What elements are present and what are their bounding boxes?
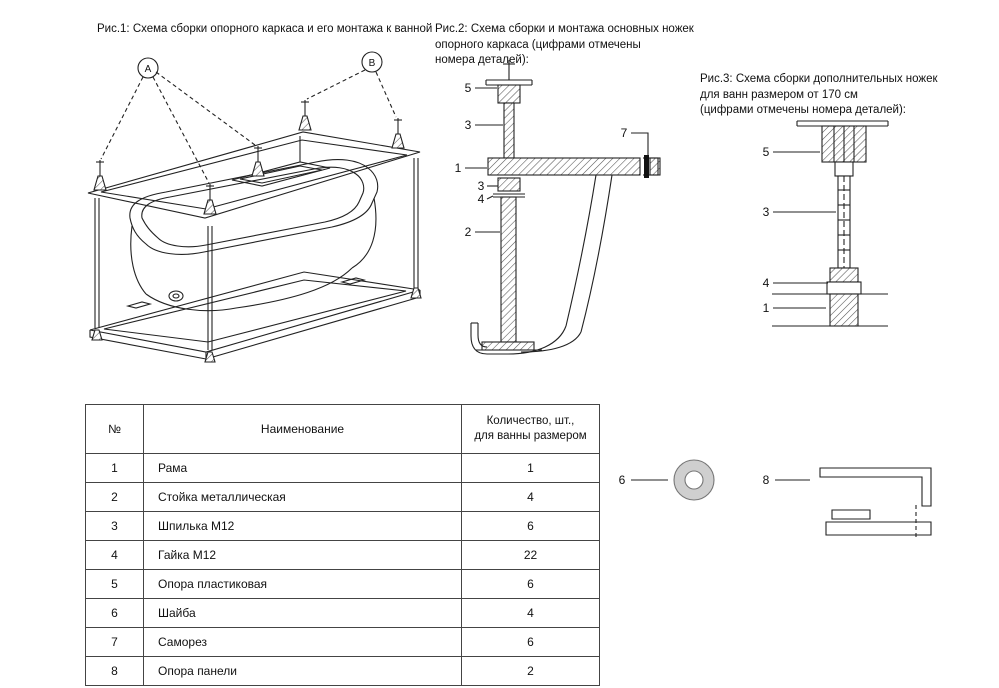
table-row: 2 Стойка металлическая 4 [85,482,600,512]
callout-b-label: В [369,58,376,69]
part-qty: 4 [461,598,600,628]
part-number: 8 [85,656,144,686]
fig1-drawing [87,51,422,363]
panel-support-top [819,467,932,507]
part-qty: 6 [461,511,600,541]
part-name: Стойка металлическая [143,482,462,512]
part-name: Гайка М12 [143,540,462,570]
fig2-caption: Рис.2: Схема сборки и монтажа основных н… [435,23,694,67]
part-name: Опора пластиковая [143,569,462,599]
fig2-label-7: 7 [621,126,628,140]
fig2-drawing [465,60,661,355]
tub-rim-inner [141,166,365,248]
part-qty: 6 [461,569,600,599]
fig3-drawing [772,120,889,327]
part-name: Шпилька М12 [143,511,462,541]
table-row: 6 Шайба 4 [85,598,600,628]
panel-support-bottom [831,509,871,520]
callout-a-label: А [145,64,152,75]
part8-drawing [775,467,932,540]
fig2-label-5: 5 [465,81,472,95]
part6-label: 6 [619,473,626,487]
part-number: 1 [85,453,144,483]
part-number: 7 [85,627,144,657]
part-name: Саморез [143,627,462,657]
part-number: 5 [85,569,144,599]
table-row: 3 Шпилька М12 6 [85,511,600,541]
table-row: 8 Опора панели 2 [85,656,600,686]
part-name: Опора панели [143,656,462,686]
part-name: Рама [143,453,462,483]
part-name: Шайба [143,598,462,628]
fig2-label-2: 2 [465,225,472,239]
col-name-header: Наименование [143,404,462,454]
fig3-label-3: 3 [763,205,770,219]
table-row: 4 Гайка М12 22 [85,540,600,570]
fig3-label-5: 5 [763,145,770,159]
part6-drawing [631,459,715,501]
part-number: 6 [85,598,144,628]
fig2-label-3: 3 [465,118,472,132]
part8-label: 8 [763,473,770,487]
table-row: 7 Саморез 6 [85,627,600,657]
table-row: 1 Рама 1 [85,453,600,483]
part-number: 4 [85,540,144,570]
fig2-label-3b: 3 [478,179,485,193]
fig2-label-4: 4 [478,192,485,206]
drain-hole [168,290,184,302]
part-qty: 1 [461,453,600,483]
table-row: 5 Опора пластиковая 6 [85,569,600,599]
fig3-caption: Рис.3: Схема сборки дополнительных ножек… [700,73,938,117]
fig3-label-4: 4 [763,276,770,290]
fig3-label-1: 1 [763,301,770,315]
col-number-header: № [85,404,144,454]
col-qty-header: Количество, шт., для ванны размером [461,404,600,454]
part-number: 2 [85,482,144,512]
callout-a [100,57,256,184]
screw-7 [644,155,649,178]
frame-adjusters [93,100,405,215]
fig2-label-1: 1 [455,161,462,175]
part-qty: 4 [461,482,600,512]
fig1-caption: Рис.1: Схема сборки опорного каркаса и е… [97,23,433,35]
tub-rim-outer [129,159,379,255]
callout-b [306,51,397,118]
washer-inner [684,470,704,490]
table-header-row: № Наименование Количество, шт., для ванн… [85,404,600,454]
part-qty: 22 [461,540,600,570]
part-qty: 2 [461,656,600,686]
part-number: 3 [85,511,144,541]
parts-table: № Наименование Количество, шт., для ванн… [85,404,600,686]
part-qty: 6 [461,627,600,657]
